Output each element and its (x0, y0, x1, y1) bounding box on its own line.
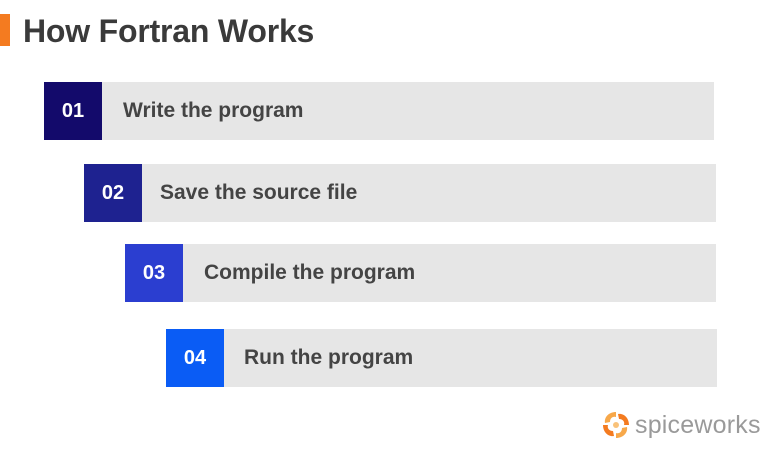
step-number-badge: 04 (166, 329, 224, 387)
step-label: Write the program (123, 99, 304, 122)
step-write-program: 01 Write the program (44, 82, 714, 140)
logo-text: spiceworks (635, 410, 761, 439)
step-run-program: 04 Run the program (166, 329, 717, 387)
page-title: How Fortran Works (23, 13, 315, 49)
spiceworks-swirl-icon (603, 412, 629, 438)
step-label: Compile the program (204, 261, 416, 284)
step-label: Run the program (244, 346, 414, 369)
step-number-badge: 02 (84, 164, 142, 222)
step-number-badge: 03 (125, 244, 183, 302)
step-save-source-file: 02 Save the source file (84, 164, 716, 222)
step-label: Save the source file (160, 181, 358, 204)
step-number-badge: 01 (44, 82, 102, 140)
title-accent-bar (0, 14, 10, 46)
step-compile-program: 03 Compile the program (125, 244, 716, 302)
spiceworks-logo: spiceworks (600, 405, 762, 445)
